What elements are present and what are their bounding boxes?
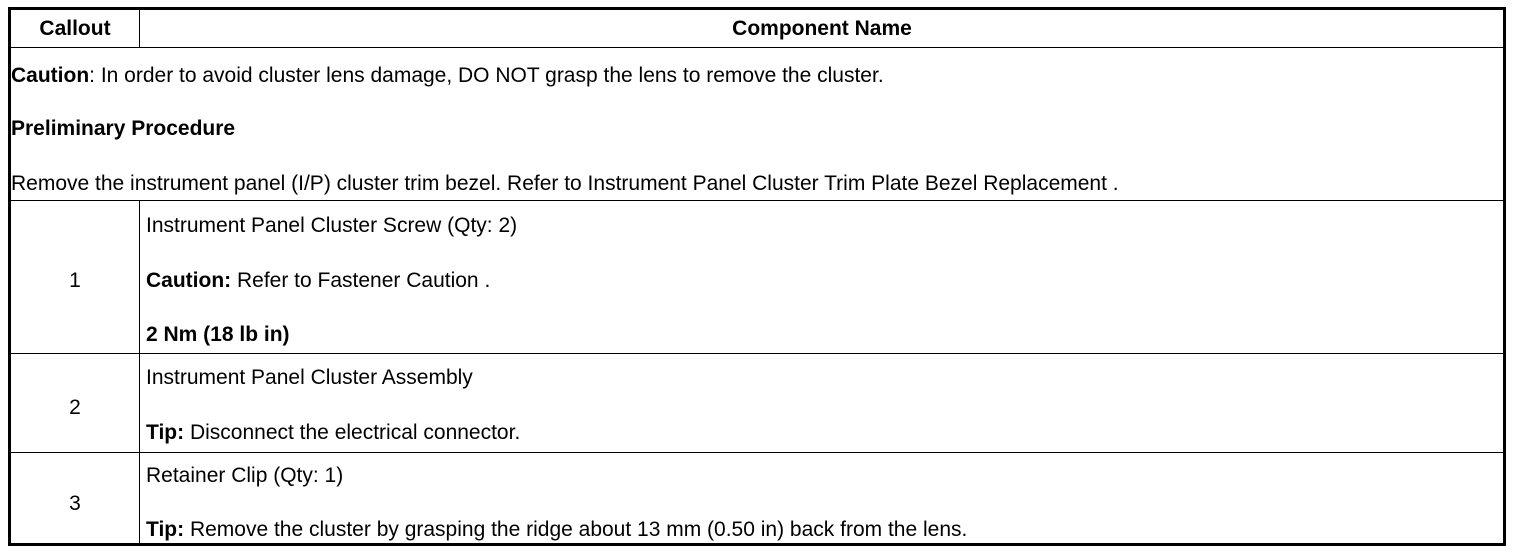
row2-callout: 2 bbox=[69, 396, 81, 419]
row3-component-name: Retainer Clip (Qty: 1) bbox=[146, 464, 344, 487]
intro-caution-text: : In order to avoid cluster lens damage,… bbox=[89, 64, 884, 87]
intro-caution-label: Caution bbox=[11, 64, 90, 87]
header-bottom-rule bbox=[11, 47, 1503, 48]
row2-note-label: Tip: bbox=[146, 421, 185, 444]
row1-bottom-rule bbox=[11, 353, 1503, 354]
row1-note-text: Refer to Fastener Caution . bbox=[231, 269, 491, 292]
row1-torque-spec: 2 Nm (18 lb in) bbox=[146, 323, 290, 346]
row3-note-text: Remove the cluster by grasping the ridge… bbox=[184, 518, 968, 541]
preliminary-text: Remove the instrument panel (I/P) cluste… bbox=[11, 172, 1119, 195]
intro-bottom-rule bbox=[11, 200, 1503, 201]
row2-component-name: Instrument Panel Cluster Assembly bbox=[146, 366, 473, 389]
row3-note-label: Tip: bbox=[146, 518, 185, 541]
row2-divider bbox=[139, 354, 140, 452]
procedure-table: Callout Component Name Caution: In order… bbox=[8, 7, 1506, 546]
row1-divider bbox=[139, 201, 140, 353]
row1-note: Caution: Refer to Fastener Caution . bbox=[146, 269, 490, 293]
row1-note-label: Caution: bbox=[146, 269, 232, 292]
row2-note-text: Disconnect the electrical connector. bbox=[184, 421, 521, 444]
header-callout: Callout bbox=[39, 17, 111, 40]
intro-caution: Caution: In order to avoid cluster lens … bbox=[11, 64, 884, 88]
header-component-name: Component Name bbox=[732, 17, 912, 40]
row2-note: Tip: Disconnect the electrical connector… bbox=[146, 421, 520, 445]
row3-callout: 3 bbox=[69, 492, 81, 515]
header-divider bbox=[139, 10, 140, 48]
row1-callout: 1 bbox=[69, 269, 81, 292]
preliminary-heading: Preliminary Procedure bbox=[11, 117, 236, 140]
row1-component-name: Instrument Panel Cluster Screw (Qty: 2) bbox=[146, 214, 518, 237]
row3-divider bbox=[139, 453, 140, 546]
row2-bottom-rule bbox=[11, 452, 1503, 453]
row3-note: Tip: Remove the cluster by grasping the … bbox=[146, 518, 967, 542]
